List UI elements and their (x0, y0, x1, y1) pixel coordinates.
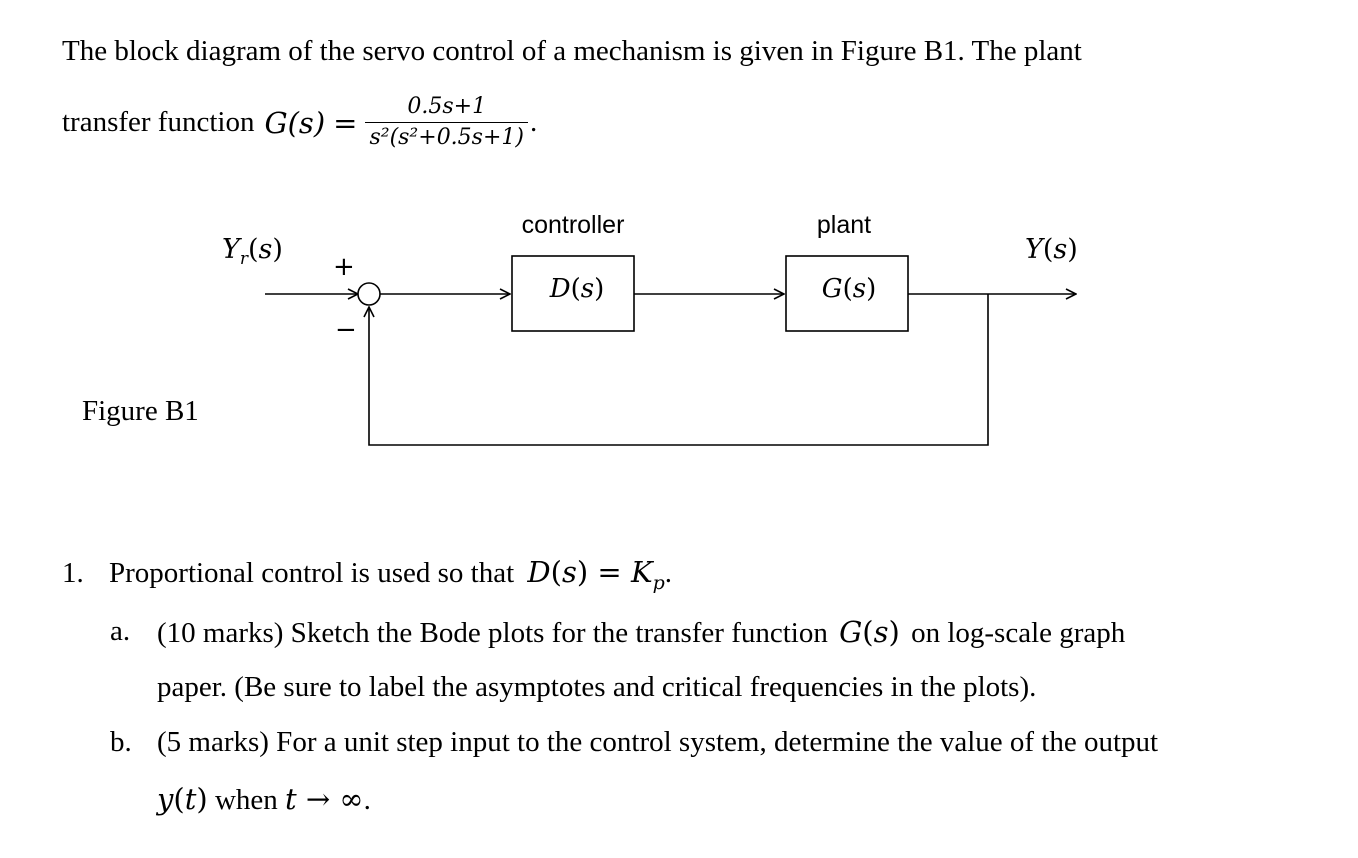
question-1-number: 1. (62, 557, 84, 589)
plant-title: plant (817, 211, 871, 239)
part-b-period: . (363, 784, 371, 816)
feedback-path (369, 294, 989, 446)
question-1-period: . (664, 557, 673, 589)
controller-block-label: D(s) (549, 274, 605, 304)
transfer-function-fraction: 0.5s+1 s²(s²+0.5s+1) (365, 94, 528, 151)
part-b-line-1: (5 marks) For a unit step input to the c… (157, 726, 1159, 758)
input-label: Yr(s) (222, 234, 283, 269)
question-1-text: Proportional control is used so that (109, 557, 515, 589)
part-b-math-limit: t → ∞ (285, 782, 364, 816)
question-1-equation: D(s) = Kp (527, 555, 665, 594)
part-a-line-1: (10 marks) Sketch the Bode plots for the… (157, 615, 1125, 650)
plant-block (785, 255, 909, 332)
part-b-when: when (214, 784, 278, 816)
fraction-numerator: 0.5s+1 (407, 94, 487, 119)
intro-line-2: transfer function G(s) = 0.5s+1 s²(s²+0.… (62, 94, 537, 151)
part-a-label: a. (110, 615, 131, 647)
controller-title: controller (522, 211, 625, 239)
summing-junction (357, 282, 381, 306)
part-b-math-y: y(t) (157, 782, 208, 816)
part-b-label: b. (110, 726, 132, 758)
output-label: Y(s) (1025, 234, 1078, 265)
fraction-bar (365, 122, 528, 123)
transfer-function-label: transfer function (62, 106, 255, 138)
controller-block (511, 255, 635, 332)
fraction-denominator: s²(s²+0.5s+1) (369, 125, 524, 150)
minus-sign: − (335, 315, 357, 345)
intro-period: . (529, 106, 538, 138)
figure-caption: Figure B1 (82, 395, 199, 427)
question-1: 1. Proportional control is used so that … (62, 555, 672, 594)
gs-symbol: G(s) (264, 105, 326, 140)
part-a-text: (10 marks) Sketch the Bode plots for the… (157, 617, 828, 649)
equals-sign: = (333, 105, 358, 140)
intro-line-1: The block diagram of the servo control o… (62, 35, 1082, 67)
part-a-line-2: paper. (Be sure to label the asymptotes … (157, 671, 1037, 703)
part-a-math: G(s) (839, 615, 900, 649)
part-a-text-end: on log-scale graph (911, 617, 1126, 649)
block-diagram: Yr(s) + − controller D(s) plant G(s) Y(s… (222, 211, 1078, 446)
plant-block-label: G(s) (822, 274, 876, 304)
part-b-line-2: y(t) when t → ∞. (157, 782, 371, 817)
plus-sign: + (333, 252, 355, 282)
